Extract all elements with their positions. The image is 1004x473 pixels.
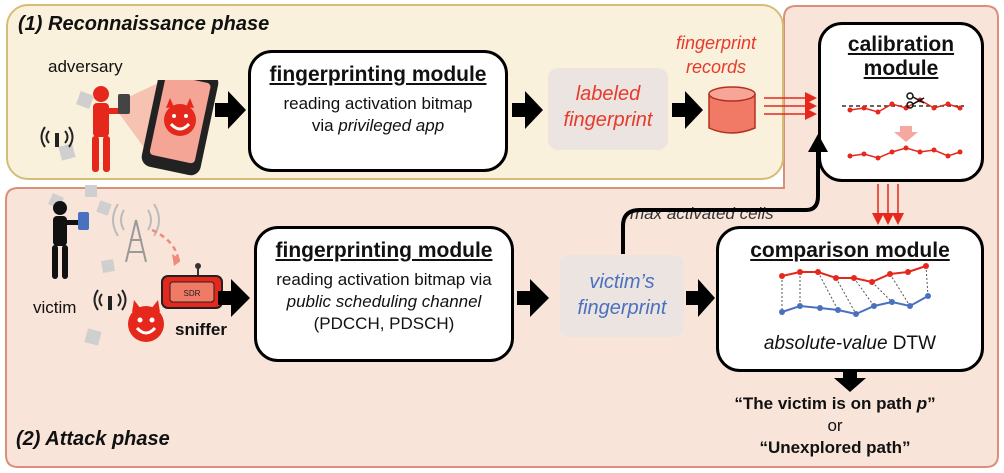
- victim-wifi-icon: [93, 289, 127, 311]
- recon-module-line1: reading activation bitmap: [283, 94, 473, 113]
- smartphone-devil-icon: [141, 80, 219, 176]
- tablet-icon: [118, 94, 130, 114]
- comparison-caption-italic: absolute-value: [763, 333, 888, 354]
- attack-module-line1: reading activation bitmap via: [276, 270, 492, 289]
- result-text: “The victim is on path p” or “Unexplored…: [690, 393, 980, 459]
- calibration-title: calibration module: [821, 33, 981, 81]
- labeled-fingerprint-box: labeled fingerprint: [548, 68, 668, 150]
- arrow-icon: [215, 91, 866, 392]
- calibration-module: calibration module: [818, 22, 984, 182]
- comparison-title: comparison module: [750, 239, 950, 262]
- cell-tower-icon: [112, 203, 160, 263]
- database-cylinder-icon: [708, 86, 756, 134]
- recon-module-title: fingerprinting module: [269, 63, 487, 86]
- victim-tablet-icon: [78, 212, 89, 230]
- calibration-illustration: [842, 92, 964, 161]
- victim-fingerprint-box: victim’s fingerprint: [560, 255, 684, 337]
- adversary-person-icon: [92, 86, 122, 172]
- victim-illustration: [52, 200, 180, 279]
- attack-phase-title: (2) Attack phase: [16, 428, 170, 450]
- wifi-signal-icon: [40, 126, 74, 148]
- attack-module-line2: public scheduling channel: [286, 292, 482, 311]
- comparison-caption-rest: DTW: [887, 333, 937, 354]
- records-line1: fingerprint: [675, 33, 757, 53]
- adversary-label: adversary: [48, 57, 123, 76]
- victim-label: victim: [33, 298, 77, 317]
- attack-module-line3: (PDCCH, PDSCH): [313, 314, 455, 333]
- calibration-title-line1: calibration: [847, 33, 955, 56]
- sdr-text: SDR: [184, 289, 201, 298]
- result-or: or: [827, 416, 843, 435]
- attack-module-title: fingerprinting module: [275, 239, 493, 262]
- labeled-fp-line1: labeled: [575, 83, 641, 105]
- scissors-icon: [906, 92, 925, 109]
- sdr-sniffer-icon: SDR: [128, 263, 223, 342]
- down-arrow-icon: [894, 126, 918, 142]
- attack-fingerprinting-module: fingerprinting module reading activation…: [254, 226, 514, 362]
- comparison-module: comparison module: [716, 226, 984, 372]
- result-line2: “Unexplored path”: [759, 438, 911, 457]
- victim-fp-line2: fingerprint: [577, 297, 667, 319]
- result-line1: “The victim is on path p”: [734, 394, 936, 413]
- comparison-caption: absolute-value DTW: [716, 333, 984, 355]
- labeled-fp-line2: fingerprint: [563, 109, 653, 131]
- recon-phase-title: (1) Reconnaissance phase: [18, 13, 270, 35]
- calibration-title-line2: module: [863, 57, 939, 80]
- recon-fingerprinting-module: fingerprinting module reading activation…: [248, 50, 508, 172]
- devil-face-icon: [128, 300, 164, 342]
- victim-scattered-squares-icon: [84, 328, 102, 346]
- victim-fp-line1: victim’s: [589, 271, 655, 293]
- records-line2: records: [685, 57, 747, 77]
- adversary-illustration: [92, 80, 219, 176]
- dtw-illustration: [779, 263, 931, 317]
- fingerprint-records-label: fingerprint records: [636, 31, 796, 79]
- recon-module-line2: via privileged app: [311, 116, 445, 135]
- victim-person-icon: [52, 201, 80, 279]
- sniffer-label: sniffer: [175, 320, 227, 339]
